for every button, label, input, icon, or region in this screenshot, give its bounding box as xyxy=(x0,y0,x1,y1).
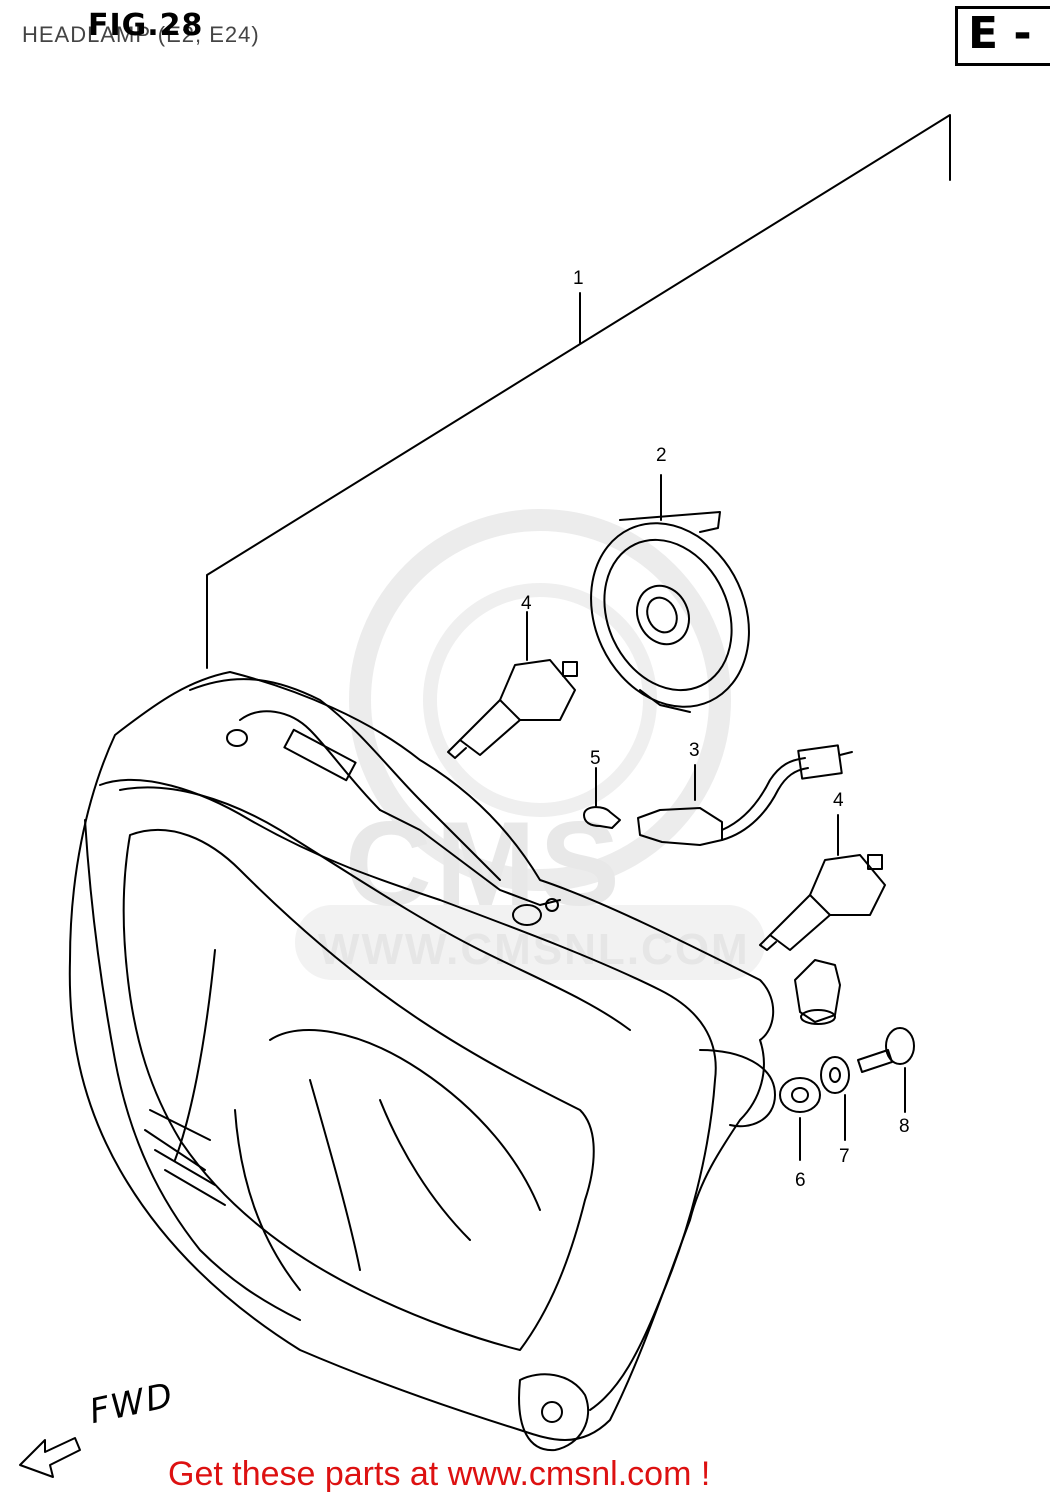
region-code: E - xyxy=(968,8,1032,59)
figure-subtitle: HEADLAMP (E2, E24) xyxy=(22,22,260,47)
footer-link[interactable]: Get these parts at www.cmsnl.com ! xyxy=(168,1455,711,1493)
callout-4-right: 4 xyxy=(833,790,844,811)
bulb-right xyxy=(759,814,886,951)
assembly-bracket xyxy=(206,114,951,669)
headlamp-housing xyxy=(68,671,776,1452)
socket-cover xyxy=(590,474,750,713)
region-box xyxy=(955,6,1050,66)
callout-2: 2 xyxy=(656,445,667,466)
callout-7: 7 xyxy=(839,1146,850,1167)
figure-number: FIG.28 xyxy=(88,8,204,43)
callout-3: 3 xyxy=(689,740,700,761)
callout-8: 8 xyxy=(899,1116,910,1137)
callout-1: 1 xyxy=(573,268,584,289)
callout-6: 6 xyxy=(795,1170,806,1191)
callout-4-left: 4 xyxy=(521,593,532,614)
watermark-url: WWW.CMSNL.COM xyxy=(318,925,750,974)
grommet xyxy=(779,1077,821,1161)
bolt xyxy=(857,1027,915,1113)
callout-5: 5 xyxy=(590,748,601,769)
socket-harness xyxy=(637,744,853,846)
washer xyxy=(820,1056,850,1141)
bulb-left xyxy=(447,611,578,759)
fwd-arrow xyxy=(19,1437,81,1478)
rubber-boot xyxy=(794,959,841,1025)
position-bulb xyxy=(583,767,621,829)
watermark-brand: CMS xyxy=(345,797,624,931)
